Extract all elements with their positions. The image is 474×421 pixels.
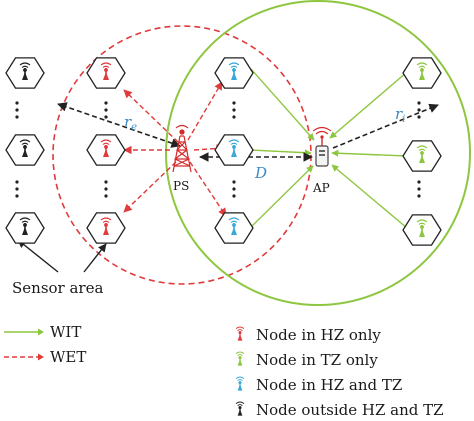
node-tz-only-10 [402, 140, 442, 172]
legend-wit-label: WIT [50, 323, 81, 341]
sensor-area-label: Sensor area [12, 279, 103, 297]
node-hz-and-tz-7 [214, 134, 254, 166]
legend-wet-label: WET [50, 348, 86, 366]
legend-node-outside-label: Node outside HZ and TZ [256, 401, 444, 419]
legend-node-hz-icon [235, 326, 245, 342]
legend: WIT WET Node in HZ only Node in TZ only … [4, 323, 444, 419]
legend-node-tz-icon [235, 351, 245, 367]
node-hz-and-tz-6 [214, 57, 254, 89]
ap-label: AP [312, 181, 330, 195]
transmission-zone-circle [165, 0, 471, 306]
access-point-icon [312, 126, 332, 167]
node-outside-1 [5, 134, 45, 166]
node-hz-and-tz-8 [214, 212, 254, 244]
node-tz-only-11 [402, 214, 442, 246]
node-tz-only-9 [402, 57, 442, 89]
legend-node-hztz-label: Node in HZ and TZ [256, 376, 402, 394]
wit-links [250, 68, 408, 229]
legend-node-hztz-icon [235, 376, 245, 392]
legend-wit-arrow [38, 328, 44, 336]
sensor-area-pointers [17, 239, 107, 273]
radius-info-label: ri [395, 105, 405, 125]
legend-node-outside-icon [235, 401, 245, 417]
node-outside-2 [5, 212, 45, 244]
power-station-tower-icon [172, 124, 192, 173]
ellipsis-dots [15, 101, 421, 198]
ps-label: PS [173, 179, 189, 193]
distance-label: D [254, 164, 267, 182]
legend-node-hz-label: Node in HZ only [256, 326, 381, 344]
legend-wet-arrow [38, 353, 44, 361]
node-outside-0 [5, 57, 45, 89]
radius-energy-label: re [124, 113, 137, 133]
legend-node-tz-label: Node in TZ only [256, 351, 378, 369]
node-hz-only-3 [86, 57, 126, 89]
node-hz-only-5 [86, 212, 126, 244]
node-hz-only-4 [86, 134, 126, 166]
